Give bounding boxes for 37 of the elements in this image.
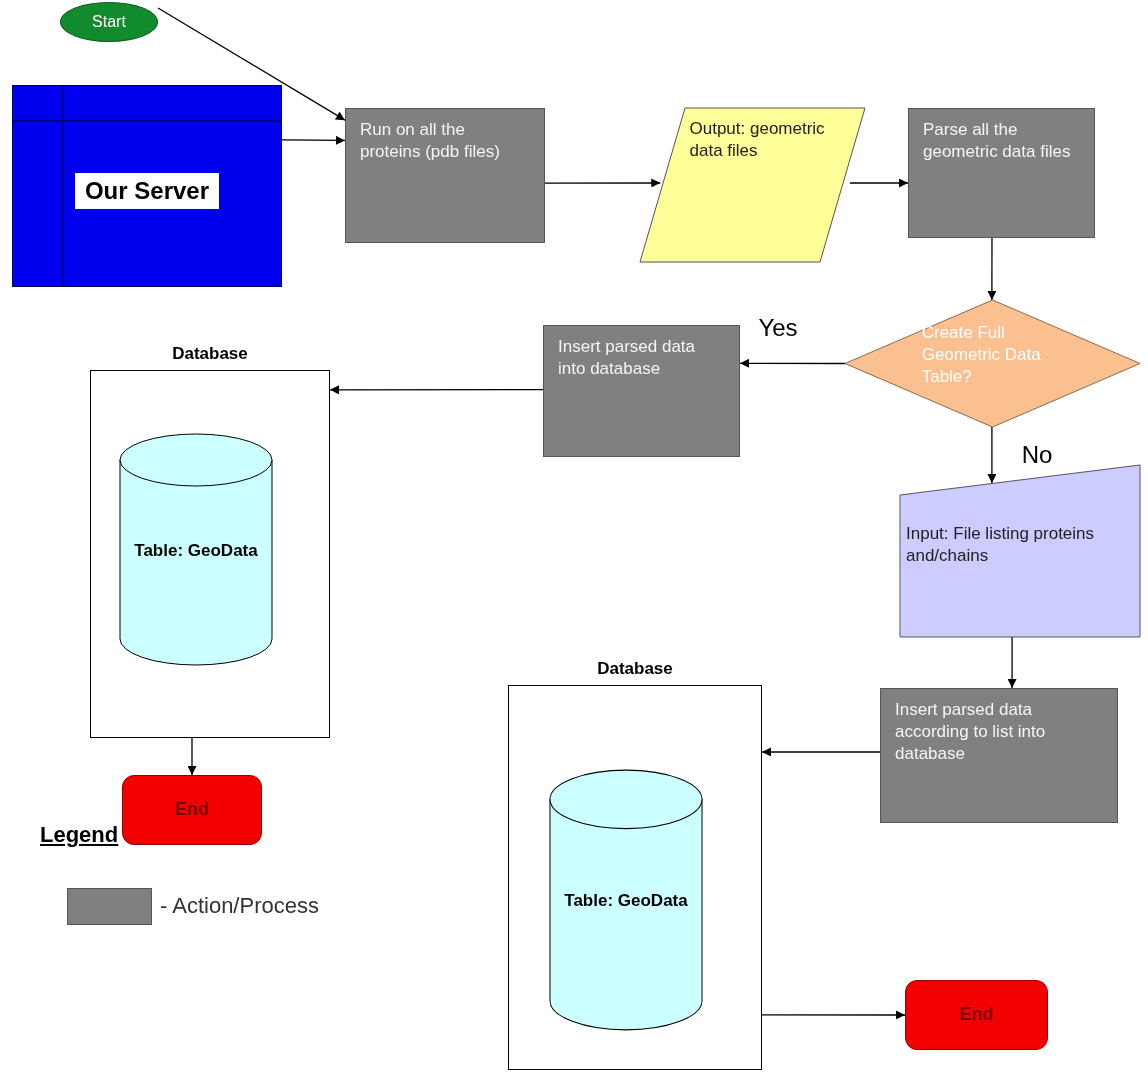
- arrow: [761, 747, 881, 757]
- node-label: Parse all the geometric data files: [923, 119, 1072, 164]
- node-label: Input: File listing proteins and/chains: [906, 523, 1096, 568]
- arrow: [849, 178, 909, 188]
- arrow: [329, 385, 544, 395]
- arrow: [281, 135, 346, 145]
- node-label: End: [175, 798, 209, 822]
- node-label: Start: [92, 11, 126, 32]
- process-box: [345, 108, 545, 243]
- process-box: [543, 325, 740, 457]
- server-label: Our Server: [74, 173, 220, 209]
- node-label: Run on all the proteins (pdb files): [360, 119, 501, 164]
- node-label: End: [959, 1003, 994, 1027]
- process-box: [908, 108, 1095, 238]
- arrow: [1007, 636, 1017, 689]
- legend-text: - Action/Process: [160, 893, 319, 919]
- node-label: Insert parsed data according to list into database: [895, 699, 1047, 766]
- node-label: Insert parsed data into database: [558, 336, 697, 381]
- arrow: [987, 237, 997, 301]
- legend-heading: Legend: [40, 822, 119, 848]
- database-heading: Database: [171, 344, 249, 364]
- end-box: [122, 775, 262, 845]
- arrow: [761, 1010, 906, 1020]
- database-heading: Database: [596, 659, 674, 679]
- node-label: Table: GeoData: [133, 540, 259, 563]
- end-box: [905, 980, 1048, 1050]
- arrow: [739, 358, 846, 368]
- server-panel: [12, 85, 282, 287]
- arrow: [987, 426, 997, 484]
- process-box: [880, 688, 1118, 823]
- node-label: Create Full Geometric Data Table?: [921, 322, 1042, 389]
- arrow: [187, 737, 197, 776]
- start-oval: [60, 2, 158, 42]
- node-label: Table: GeoData: [563, 889, 689, 912]
- arrow: [157, 7, 346, 121]
- arrow: [544, 178, 661, 188]
- node-label: Output: geometric data files: [689, 118, 826, 163]
